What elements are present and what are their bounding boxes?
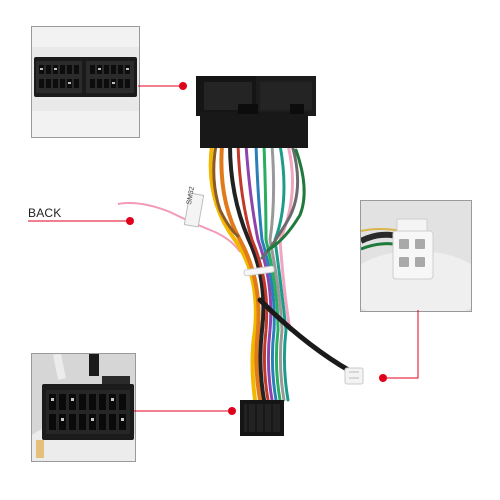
radio-connector [240,400,284,436]
inset-main-connector [31,26,140,138]
callout-lines [28,82,419,415]
back-callout-label: BACK [28,206,62,220]
white-connector-closeup [361,201,471,311]
main-connector-closeup [32,27,139,137]
wire-bundle [208,143,361,402]
inset-white-connector [360,200,472,312]
wire-label-sleeve [183,192,205,228]
inset-radio-connector [31,353,136,462]
radio-connector-closeup [32,354,135,461]
main-connector [196,76,316,148]
